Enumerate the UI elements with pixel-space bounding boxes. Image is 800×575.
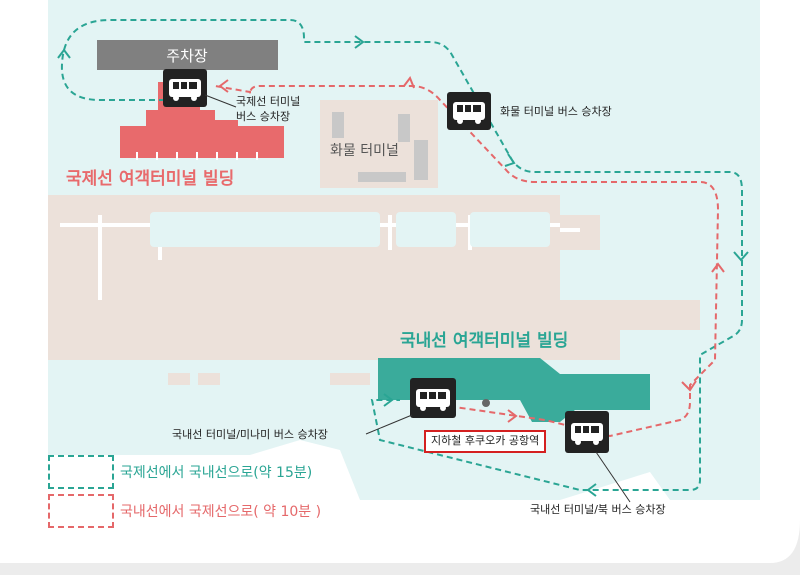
intl-bus-stop-label-line1: 국제선 터미널 xyxy=(236,95,301,108)
domestic-building-label: 국내선 여객터미널 빌딩 xyxy=(400,331,568,351)
legend-label-domestic-to-intl: 국내선에서 국제선으로( 약 10분 ) xyxy=(120,504,322,520)
legend-swatch-red xyxy=(48,494,114,528)
intl-terminal-pier-ticks xyxy=(136,152,258,160)
domestic-north-bus-stop-label: 국내선 터미널/북 버스 승차장 xyxy=(530,503,666,516)
parking-lot xyxy=(97,40,278,70)
intl-bus-stop-label: 국제선 터미널 버스 승차장 xyxy=(236,94,300,124)
intl-bus-stop-sign xyxy=(163,69,207,107)
land-stub-2 xyxy=(198,373,220,385)
cargo-building-3 xyxy=(414,140,428,180)
land-stub-1 xyxy=(168,373,190,385)
bus-icon xyxy=(169,79,201,101)
cargo-bus-stop-label: 화물 터미널 버스 승차장 xyxy=(500,105,612,118)
teal-arrows xyxy=(57,35,749,497)
taxiway-block-4 xyxy=(66,300,566,345)
card-corner xyxy=(770,520,800,563)
red-arrows xyxy=(218,75,725,423)
domestic-terminal-building xyxy=(378,358,650,422)
cargo-terminal-label: 화물 터미널 xyxy=(330,143,399,159)
bus-icon xyxy=(453,102,485,124)
domestic-north-bus-stop-sign xyxy=(565,411,609,453)
bus-icon xyxy=(416,389,450,411)
intl-building-label: 국제선 여객터미널 빌딩 xyxy=(66,169,234,189)
legend-label-intl-to-domestic: 국제선에서 국내선으로(약 15분) xyxy=(120,465,313,481)
taxiway-block-3 xyxy=(470,212,550,247)
route-domestic-to-intl xyxy=(214,85,720,438)
card-bottom-strip xyxy=(0,563,800,575)
parking-label: 주차장 xyxy=(166,47,208,65)
cargo-building-2 xyxy=(398,114,410,142)
land-stub-3 xyxy=(330,373,370,385)
land-runway-2 xyxy=(48,250,548,280)
intl-bus-stop-label-line2: 버스 승차장 xyxy=(236,110,291,123)
cargo-bus-stop-sign xyxy=(447,92,491,130)
cargo-building-4 xyxy=(358,172,406,182)
taxiway-block-2 xyxy=(396,212,456,247)
domestic-south-bus-stop-label: 국내선 터미널/미나미 버스 승차장 xyxy=(172,428,328,441)
domestic-south-bus-stop-sign xyxy=(410,378,456,418)
bus-icon xyxy=(571,423,603,445)
subway-station-label: 지하철 후쿠오카 공항역 xyxy=(424,430,547,453)
intl-terminal-piers xyxy=(130,150,280,158)
legend-swatch-teal xyxy=(48,455,114,489)
cargo-building-1 xyxy=(332,112,344,138)
taxiway-block-1 xyxy=(150,212,380,247)
subway-station-dot xyxy=(482,399,490,407)
